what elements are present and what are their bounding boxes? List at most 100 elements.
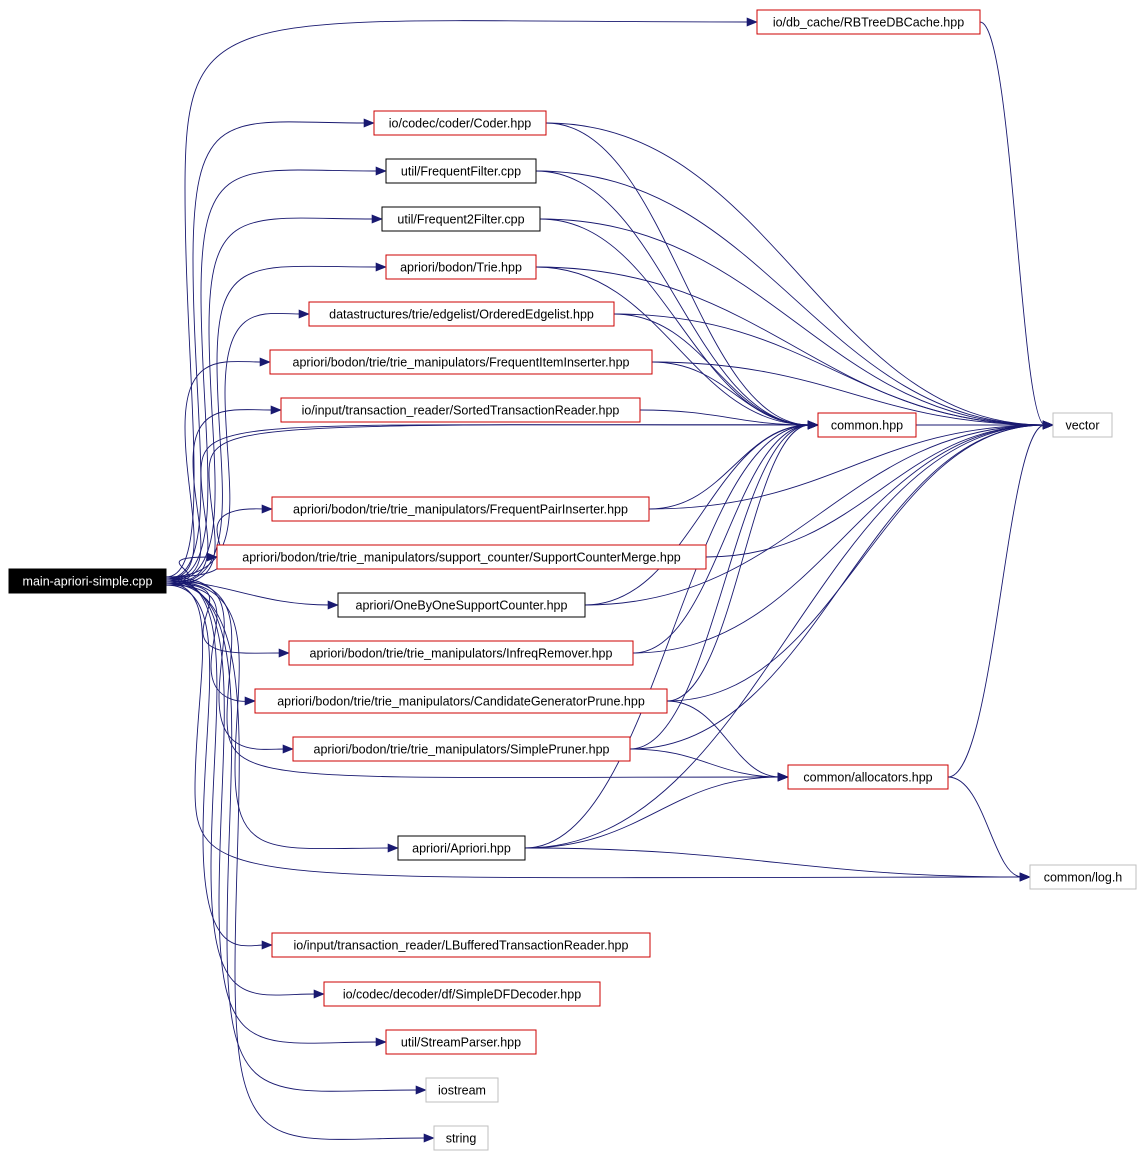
arrowhead-main-to-iostream bbox=[415, 1085, 427, 1095]
edge-apriori-to-log bbox=[524, 847, 1023, 878]
node-vector[interactable]: vector bbox=[1052, 412, 1113, 438]
edge-infreq-to-common bbox=[632, 424, 811, 654]
node-infreq[interactable]: apriori/bodon/trie/trie_manipulators/Inf… bbox=[288, 640, 634, 666]
arrowhead-main-to-fii bbox=[259, 357, 271, 367]
edge-apriori-to-alloc bbox=[524, 776, 781, 849]
node-label-f2filter: util/Frequent2Filter.cpp bbox=[397, 213, 524, 227]
edge-main-to-cgp bbox=[165, 584, 248, 702]
edge-oedge-to-vector bbox=[613, 313, 1046, 426]
node-coder[interactable]: io/codec/coder/Coder.hpp bbox=[373, 110, 547, 136]
node-main[interactable]: main-apriori-simple.cpp bbox=[8, 568, 167, 594]
node-box-rbtree bbox=[756, 9, 981, 35]
arrowhead-main-to-rbtree bbox=[746, 17, 758, 27]
node-label-coder: io/codec/coder/Coder.hpp bbox=[389, 117, 532, 131]
node-oneby[interactable]: apriori/OneByOneSupportCounter.hpp bbox=[337, 592, 586, 618]
node-box-fii bbox=[269, 349, 653, 375]
node-label-ffilter: util/FrequentFilter.cpp bbox=[401, 165, 521, 179]
node-log[interactable]: common/log.h bbox=[1029, 864, 1137, 890]
node-str[interactable]: io/input/transaction_reader/SortedTransa… bbox=[280, 397, 641, 423]
node-label-fpi: apriori/bodon/trie/trie_manipulators/Fre… bbox=[293, 503, 628, 517]
node-spruner[interactable]: apriori/bodon/trie/trie_manipulators/Sim… bbox=[292, 736, 631, 762]
node-box-alloc bbox=[787, 764, 949, 790]
node-scm[interactable]: apriori/bodon/trie/trie_manipulators/sup… bbox=[216, 544, 707, 570]
node-label-rbtree: io/db_cache/RBTreeDBCache.hpp bbox=[773, 16, 964, 30]
node-common[interactable]: common.hpp bbox=[817, 412, 917, 438]
node-label-sparser: util/StreamParser.hpp bbox=[401, 1036, 521, 1050]
edge-main-to-iostream bbox=[165, 580, 419, 1092]
node-box-spruner bbox=[292, 736, 631, 762]
node-sdf[interactable]: io/codec/decoder/df/SimpleDFDecoder.hpp bbox=[323, 981, 601, 1007]
node-apriori[interactable]: apriori/Apriori.hpp bbox=[397, 835, 526, 861]
arrowhead-main-to-str bbox=[270, 405, 282, 415]
arrowhead-main-to-lbtr bbox=[261, 940, 273, 950]
edge-main-to-fpi bbox=[165, 508, 265, 578]
node-label-log: common/log.h bbox=[1044, 871, 1123, 885]
edge-alloc-to-vector bbox=[947, 424, 1046, 778]
node-label-trie: apriori/bodon/Trie.hpp bbox=[400, 261, 522, 275]
node-fpi[interactable]: apriori/bodon/trie/trie_manipulators/Fre… bbox=[271, 496, 650, 522]
node-box-coder bbox=[373, 110, 547, 136]
edge-infreq-to-vector bbox=[632, 424, 1046, 654]
edge-alloc-to-log bbox=[947, 776, 1023, 878]
edge-fii-to-vector bbox=[651, 361, 1046, 426]
node-iostream[interactable]: iostream bbox=[425, 1077, 499, 1103]
node-box-oneby bbox=[337, 592, 586, 618]
node-label-cgp: apriori/bodon/trie/trie_manipulators/Can… bbox=[277, 695, 645, 709]
node-label-alloc: common/allocators.hpp bbox=[803, 771, 932, 785]
arrowhead-main-to-string bbox=[423, 1133, 435, 1143]
edge-fii-to-common bbox=[651, 361, 811, 426]
arrowhead-main-to-spruner bbox=[282, 744, 294, 754]
edge-oneby-to-vector bbox=[584, 424, 1046, 606]
edge-spruner-to-vector bbox=[629, 424, 1046, 750]
edge-str-to-common bbox=[639, 409, 811, 426]
node-string[interactable]: string bbox=[433, 1125, 489, 1151]
edge-main-to-spruner bbox=[165, 576, 286, 750]
node-label-string: string bbox=[446, 1132, 477, 1146]
edge-fpi-to-vector bbox=[648, 424, 1046, 510]
node-label-main: main-apriori-simple.cpp bbox=[23, 575, 153, 589]
edge-scm-to-vector bbox=[705, 424, 1046, 558]
edge-main-to-coder bbox=[165, 121, 367, 580]
arrowhead-main-to-fpi bbox=[261, 504, 273, 514]
arrowhead-main-to-oedge bbox=[298, 309, 310, 319]
node-box-fpi bbox=[271, 496, 650, 522]
node-box-trie bbox=[385, 254, 537, 280]
arrowhead-main-to-trie bbox=[375, 262, 387, 272]
node-trie[interactable]: apriori/bodon/Trie.hpp bbox=[385, 254, 537, 280]
edge-coder-to-vector bbox=[545, 122, 1046, 426]
edge-coder-to-common bbox=[545, 122, 811, 426]
node-box-iostream bbox=[425, 1077, 499, 1103]
node-f2filter[interactable]: util/Frequent2Filter.cpp bbox=[381, 206, 541, 232]
node-label-str: io/input/transaction_reader/SortedTransa… bbox=[302, 404, 620, 418]
arrowhead-main-to-oneby bbox=[327, 600, 339, 610]
node-label-common: common.hpp bbox=[831, 419, 903, 433]
edge-rbtree-to-vector bbox=[979, 21, 1046, 426]
arrowhead-main-to-scm bbox=[206, 552, 218, 562]
node-oedge[interactable]: datastructures/trie/edgelist/OrderedEdge… bbox=[308, 301, 615, 327]
node-cgp[interactable]: apriori/bodon/trie/trie_manipulators/Can… bbox=[254, 688, 668, 714]
arrowhead-main-to-ffilter bbox=[375, 166, 387, 176]
node-label-oneby: apriori/OneByOneSupportCounter.hpp bbox=[356, 599, 568, 613]
edge-main-to-log bbox=[165, 582, 1023, 879]
edge-cgp-to-alloc bbox=[666, 700, 781, 778]
node-fii[interactable]: apriori/bodon/trie/trie_manipulators/Fre… bbox=[269, 349, 653, 375]
edge-main-to-infreq bbox=[165, 582, 282, 654]
edge-trie-to-common bbox=[535, 266, 811, 426]
node-label-oedge: datastructures/trie/edgelist/OrderedEdge… bbox=[329, 308, 594, 322]
node-box-sdf bbox=[323, 981, 601, 1007]
node-sparser[interactable]: util/StreamParser.hpp bbox=[385, 1029, 537, 1055]
node-box-cgp bbox=[254, 688, 668, 714]
edge-main-to-apriori bbox=[165, 580, 391, 850]
node-ffilter[interactable]: util/FrequentFilter.cpp bbox=[385, 158, 537, 184]
edge-main-to-vector bbox=[165, 424, 1046, 586]
node-label-fii: apriori/bodon/trie/trie_manipulators/Fre… bbox=[293, 356, 630, 370]
node-lbtr[interactable]: io/input/transaction_reader/LBufferedTra… bbox=[271, 932, 651, 958]
node-rbtree[interactable]: io/db_cache/RBTreeDBCache.hpp bbox=[756, 9, 981, 35]
edge-main-to-sparser bbox=[165, 578, 379, 1044]
node-box-ffilter bbox=[385, 158, 537, 184]
edge-main-to-lbtr bbox=[165, 584, 265, 947]
node-alloc[interactable]: common/allocators.hpp bbox=[787, 764, 949, 790]
edge-main-to-str bbox=[165, 409, 274, 582]
arrowhead-apriori-to-alloc bbox=[777, 772, 789, 782]
node-label-apriori: apriori/Apriori.hpp bbox=[412, 842, 511, 856]
